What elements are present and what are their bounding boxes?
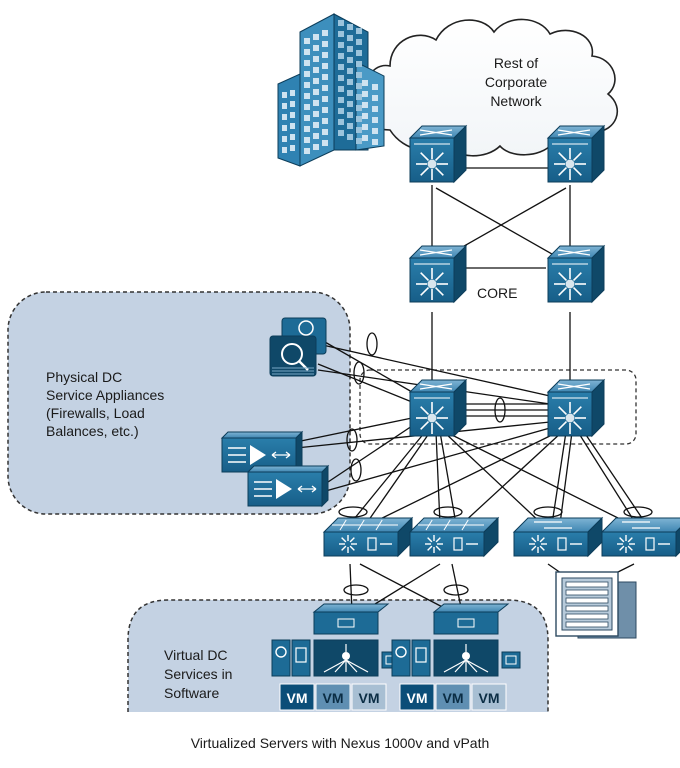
core-label: CORE [477, 285, 518, 301]
core-switch-top-left [408, 124, 468, 184]
cloud-label: Rest of Corporate Network [484, 55, 548, 109]
vm-label: VM [479, 690, 500, 706]
caption: Virtualized Servers with Nexus 1000v and… [190, 735, 490, 751]
vm-label: VM [359, 690, 380, 706]
core-switch-bottom-left [408, 244, 468, 304]
physical-services-label: Physical DC Service Appliances (Firewall… [46, 369, 165, 439]
access-switch-3 [512, 516, 604, 558]
vm-box: VM [471, 683, 507, 711]
virtual-services-label: Virtual DC Services in Software [164, 647, 233, 701]
aggregation-switch-right [546, 378, 606, 438]
core-switch-top-right [546, 124, 606, 184]
load-balancer-bottom [246, 464, 330, 508]
vm-label: VM [323, 690, 344, 706]
core-switch-bottom-right [546, 244, 606, 304]
port-channel-ovals [338, 332, 653, 596]
vm-box: VM [279, 683, 315, 711]
blade-server-chassis [555, 571, 637, 639]
vm-box: VM [399, 683, 435, 711]
virtualized-server-1: VM VM VM [271, 603, 401, 711]
vm-box: VM [315, 683, 351, 711]
building-icon [277, 13, 385, 167]
aggregation-switch-left [408, 378, 468, 438]
vm-label: VM [407, 690, 428, 706]
vm-box: VM [351, 683, 387, 711]
virtualized-server-2: VM VM VM [391, 603, 521, 711]
access-switch-2 [408, 516, 500, 558]
vm-box: VM [435, 683, 471, 711]
cloud-shape [365, 18, 619, 157]
vm-label: VM [287, 690, 308, 706]
access-switch-4 [600, 517, 680, 558]
aggregation-region [359, 369, 637, 445]
access-switch-1 [322, 516, 414, 558]
firewall-appliance [269, 317, 327, 377]
vm-label: VM [443, 690, 464, 706]
